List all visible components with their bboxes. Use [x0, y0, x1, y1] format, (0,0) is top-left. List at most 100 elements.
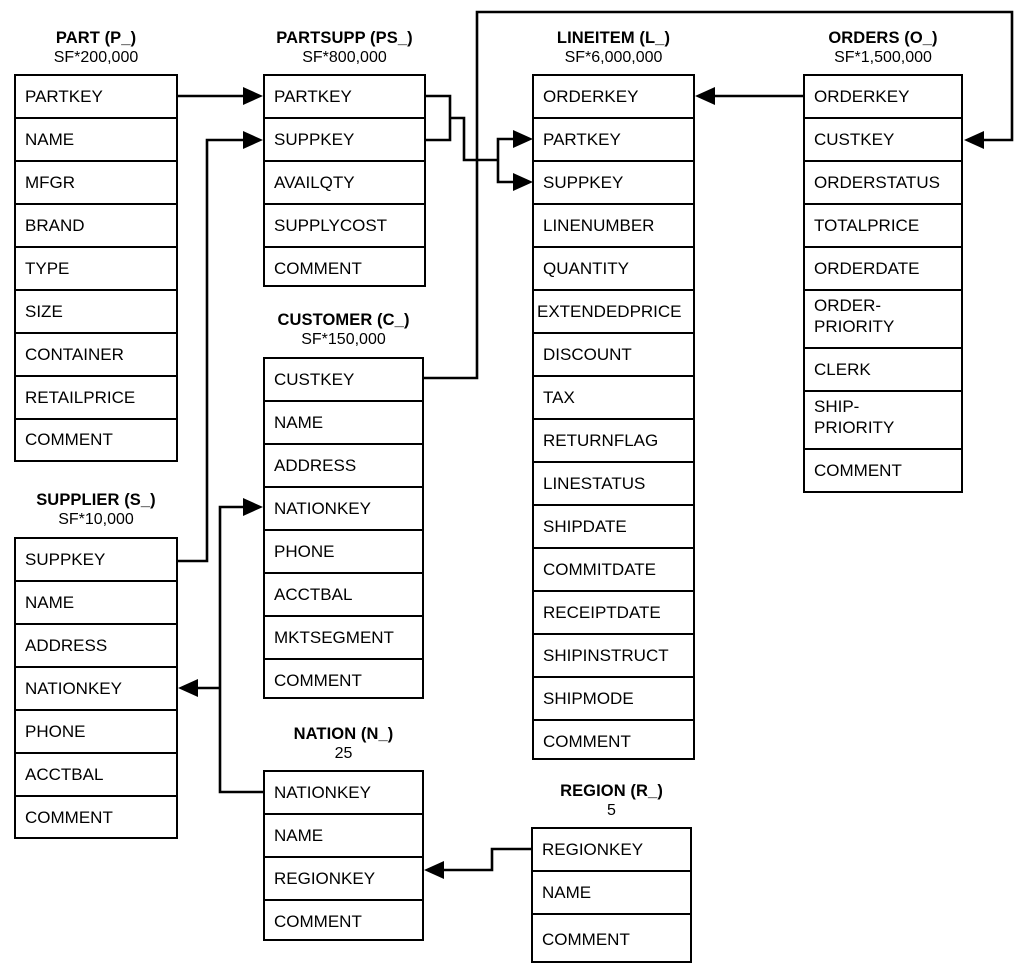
field-lineitem-shipmode: SHIPMODE: [534, 678, 693, 721]
entity-supplier: SUPPLIER (S_) SF*10,000: [14, 490, 178, 530]
field-lineitem-returnflag: RETURNFLAG: [534, 420, 693, 463]
field-part-retailprice: RETAILPRICE: [16, 377, 176, 420]
field-customer-nationkey: NATIONKEY: [265, 488, 422, 531]
field-supplier-acctbal: ACCTBAL: [16, 754, 176, 797]
entity-lineitem: LINEITEM (L_) SF*6,000,000: [532, 28, 695, 68]
field-customer-address: ADDRESS: [265, 445, 422, 488]
entity-part-title: PART (P_): [55, 29, 137, 47]
field-customer-acctbal: ACCTBAL: [265, 574, 422, 617]
wire-supplier-partsupp: [178, 131, 263, 563]
field-region-regionkey: REGIONKEY: [533, 829, 690, 872]
entity-supplier-box: SUPPKEY NAME ADDRESS NATIONKEY PHONE ACC…: [14, 537, 178, 839]
wire-nation-customer: [218, 498, 263, 794]
entity-region: REGION (R_) 5: [531, 781, 692, 821]
field-supplier-suppkey: SUPPKEY: [16, 539, 176, 582]
entity-customer-cardinality: SF*150,000: [301, 331, 386, 348]
field-part-brand: BRAND: [16, 205, 176, 248]
field-part-partkey: PARTKEY: [16, 76, 176, 119]
field-lineitem-tax: TAX: [534, 377, 693, 420]
field-lineitem-commitdate: COMMITDATE: [534, 549, 693, 592]
entity-orders: ORDERS (O_) SF*1,500,000: [803, 28, 963, 68]
field-orders-orderpriority: ORDER- PRIORITY: [805, 291, 961, 349]
field-supplier-nationkey: NATIONKEY: [16, 668, 176, 711]
field-region-name: NAME: [533, 872, 690, 915]
entity-part-cardinality: SF*200,000: [53, 49, 139, 66]
entity-part-box: PARTKEY NAME MFGR BRAND TYPE SIZE CONTAI…: [14, 74, 178, 462]
field-lineitem-partkey: PARTKEY: [534, 119, 693, 162]
field-supplier-phone: PHONE: [16, 711, 176, 754]
field-lineitem-linenumber: LINENUMBER: [534, 205, 693, 248]
field-customer-mktsegment: MKTSEGMENT: [265, 617, 422, 660]
field-partsupp-partkey: PARTKEY: [265, 76, 424, 119]
field-customer-phone: PHONE: [265, 531, 422, 574]
wire-region-nation: [424, 847, 531, 879]
field-orders-custkey: CUSTKEY: [805, 119, 961, 162]
field-partsupp-availqty: AVAILQTY: [265, 162, 424, 205]
entity-partsupp: PARTSUPP (PS_) SF*800,000: [263, 28, 426, 68]
entity-customer: CUSTOMER (C_) SF*150,000: [263, 310, 424, 350]
entity-part: PART (P_) SF*200,000: [14, 28, 178, 68]
entity-supplier-title: SUPPLIER (S_): [36, 491, 156, 509]
field-nation-name: NAME: [265, 815, 422, 858]
entity-nation: NATION (N_) 25: [263, 724, 424, 764]
entity-lineitem-cardinality: SF*6,000,000: [564, 49, 663, 66]
field-partsupp-suppkey: SUPPKEY: [265, 119, 424, 162]
entity-partsupp-cardinality: SF*800,000: [302, 49, 387, 66]
field-orders-comment: COMMENT: [814, 460, 902, 480]
field-part-mfgr: MFGR: [16, 162, 176, 205]
entity-partsupp-title: PARTSUPP (PS_): [276, 29, 413, 47]
field-part-type: TYPE: [16, 248, 176, 291]
entity-orders-cardinality: SF*1,500,000: [834, 49, 932, 66]
entity-partsupp-box: PARTKEY SUPPKEY AVAILQTY SUPPLYCOST COMM…: [263, 74, 426, 287]
field-orders-orderdate: ORDERDATE: [805, 248, 961, 291]
field-nation-regionkey: REGIONKEY: [265, 858, 422, 901]
field-customer-comment: COMMENT: [274, 670, 362, 690]
field-lineitem-orderkey: ORDERKEY: [534, 76, 693, 119]
field-supplier-address: ADDRESS: [16, 625, 176, 668]
field-lineitem-quantity: QUANTITY: [534, 248, 693, 291]
field-partsupp-comment: COMMENT: [274, 258, 362, 278]
field-partsupp-supplycost: SUPPLYCOST: [265, 205, 424, 248]
field-supplier-name: NAME: [16, 582, 176, 625]
field-part-comment: COMMENT: [25, 430, 113, 450]
entity-orders-title: ORDERS (O_): [828, 29, 938, 47]
field-orders-orderstatus: ORDERSTATUS: [805, 162, 961, 205]
entity-region-box: REGIONKEY NAME COMMENT: [531, 827, 692, 963]
field-customer-custkey: CUSTKEY: [265, 359, 422, 402]
entity-customer-title: CUSTOMER (C_): [277, 311, 410, 329]
field-orders-shippriority: SHIP- PRIORITY: [805, 392, 961, 450]
field-customer-name: NAME: [265, 402, 422, 445]
entity-lineitem-title: LINEITEM (L_): [556, 29, 671, 47]
wire-orders-lineitem: [695, 87, 803, 105]
field-lineitem-extendedprice: EXTENDEDPRICE: [534, 291, 693, 334]
wire-part-partsupp: [178, 87, 263, 105]
field-lineitem-shipdate: SHIPDATE: [534, 506, 693, 549]
entity-lineitem-box: ORDERKEY PARTKEY SUPPKEY LINENUMBER QUAN…: [532, 74, 695, 760]
field-supplier-comment: COMMENT: [25, 807, 113, 827]
field-lineitem-receiptdate: RECEIPTDATE: [534, 592, 693, 635]
field-orders-orderkey: ORDERKEY: [805, 76, 961, 119]
field-region-comment: COMMENT: [542, 930, 630, 950]
field-orders-totalprice: TOTALPRICE: [805, 205, 961, 248]
entity-supplier-cardinality: SF*10,000: [58, 511, 134, 528]
field-part-container: CONTAINER: [16, 334, 176, 377]
field-lineitem-linestatus: LINESTATUS: [534, 463, 693, 506]
field-lineitem-comment: COMMENT: [543, 731, 631, 751]
field-nation-nationkey: NATIONKEY: [265, 772, 422, 815]
entity-customer-box: CUSTKEY NAME ADDRESS NATIONKEY PHONE ACC…: [263, 357, 424, 699]
wire-partsupp-lineitem: [426, 94, 533, 191]
entity-nation-cardinality: 25: [334, 745, 353, 762]
entity-orders-box: ORDERKEY CUSTKEY ORDERSTATUS TOTALPRICE …: [803, 74, 963, 493]
entity-region-title: REGION (R_): [560, 782, 663, 800]
field-lineitem-discount: DISCOUNT: [534, 334, 693, 377]
entity-nation-box: NATIONKEY NAME REGIONKEY COMMENT: [263, 770, 424, 941]
entity-region-cardinality: 5: [607, 802, 616, 819]
field-nation-comment: COMMENT: [274, 911, 362, 931]
wire-nation-supplier: [178, 679, 220, 697]
field-part-name: NAME: [16, 119, 176, 162]
entity-nation-title: NATION (N_): [293, 725, 394, 743]
field-lineitem-suppkey: SUPPKEY: [534, 162, 693, 205]
field-part-size: SIZE: [16, 291, 176, 334]
field-orders-clerk: CLERK: [805, 349, 961, 392]
